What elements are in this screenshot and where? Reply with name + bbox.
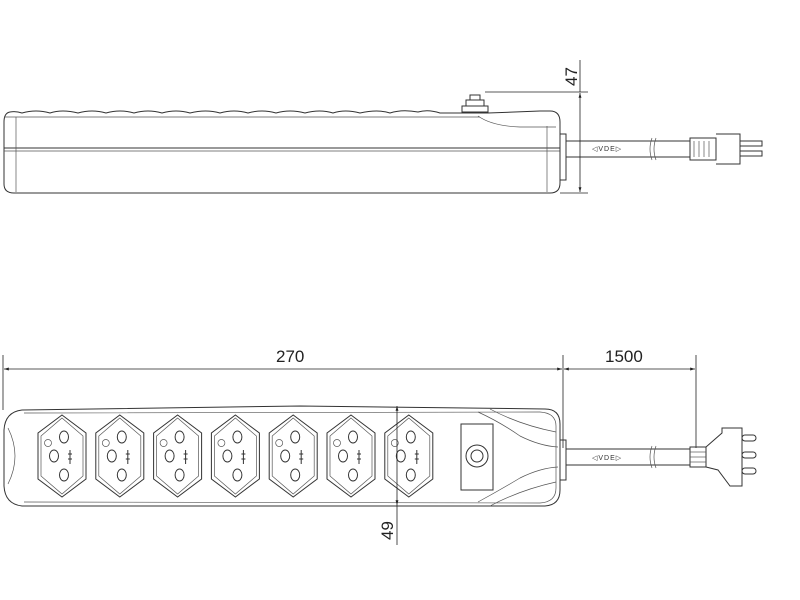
cable-break-mark (649, 445, 657, 469)
rating-mark (414, 450, 419, 464)
socket (95, 414, 145, 498)
guard-lower-2 (489, 481, 557, 507)
socket-hole (59, 468, 69, 482)
socket-hole (59, 430, 69, 444)
screw-icon (333, 439, 341, 447)
top-body-inner (23, 411, 557, 504)
socket-hole (348, 430, 358, 444)
socket (210, 414, 260, 498)
socket-hole (174, 430, 185, 444)
rating-mark (125, 450, 130, 464)
socket (37, 414, 87, 498)
rating-mark (68, 450, 72, 464)
length-dimension-label: 270 (276, 347, 304, 366)
end-cap-curve (7, 427, 16, 485)
socket-hole (174, 468, 185, 482)
screw-icon (217, 439, 226, 447)
width-dimension-label: 49 (378, 521, 397, 540)
guard-lower (477, 466, 559, 503)
screw-icon (275, 439, 284, 447)
side-body (3, 110, 561, 194)
socket-hole (106, 449, 117, 463)
socket-hole (290, 468, 301, 482)
socket-hole (116, 468, 127, 482)
socket-hole (405, 430, 416, 444)
top-view: 270 1500 ◁VDE▷ 49 (2, 347, 757, 545)
socket-hole (290, 430, 301, 444)
cable-marking: ◁VDE▷ (592, 146, 622, 153)
screw-icon (159, 439, 168, 447)
rating-mark (183, 450, 188, 464)
guard-upper (477, 411, 559, 448)
plug (689, 427, 757, 487)
socket-hole (280, 449, 291, 463)
socket-hole (232, 468, 243, 482)
cable-strain-relief (559, 439, 567, 481)
socket-hole (222, 449, 233, 463)
plug (689, 133, 763, 165)
socket-row (37, 414, 434, 498)
cable-break-mark (649, 137, 657, 161)
socket-hole (348, 468, 358, 482)
switch-knob (461, 94, 489, 113)
guard-upper-2 (489, 408, 557, 433)
power-switch[interactable] (460, 423, 494, 491)
socket-hole (405, 468, 416, 482)
screw-icon (44, 439, 52, 447)
side-view: ◁VDE▷ 47 (3, 60, 763, 194)
rating-mark (299, 450, 304, 464)
socket-hole (395, 449, 406, 463)
socket-hole (164, 449, 175, 463)
top-body (3, 405, 561, 507)
socket-hole (116, 430, 127, 444)
socket (153, 414, 203, 498)
cable-strain-relief (559, 133, 567, 181)
socket-hole (49, 449, 59, 463)
height-dimension-label: 47 (562, 67, 581, 86)
side-cable-guard (477, 115, 556, 128)
socket (384, 414, 434, 498)
cable-marking: ◁VDE▷ (592, 455, 622, 462)
socket (268, 414, 318, 498)
rating-mark (357, 450, 361, 464)
screw-icon (101, 439, 110, 447)
socket-hole (232, 430, 243, 444)
socket-hole (338, 449, 348, 463)
socket (326, 414, 376, 498)
cable-length-dimension-label: 1500 (605, 347, 643, 366)
rating-mark (241, 450, 246, 464)
